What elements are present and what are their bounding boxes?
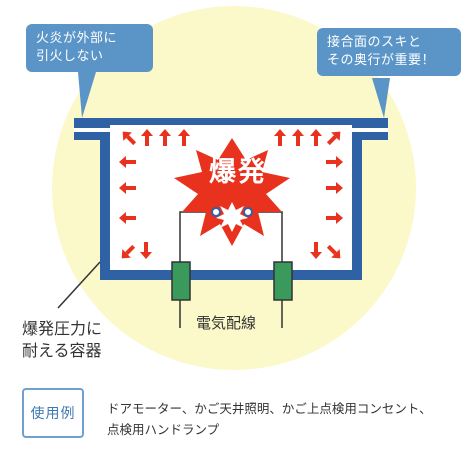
explosion-burst: [174, 138, 290, 246]
container-label: 爆発圧力に 耐える容器: [22, 318, 102, 362]
callout-line: 接合面のスキと: [327, 35, 422, 50]
callout-left-pointer: [78, 72, 96, 118]
container-pointer: [57, 261, 101, 309]
callout-line: 引火しない: [36, 49, 104, 64]
usage-examples: ドアモーター、かご天井照明、かご上点検用コンセント、 点検用ハンドランプ: [107, 398, 467, 440]
burst-label: 爆発: [209, 157, 267, 188]
callout-right-pointer: [372, 78, 390, 118]
spark: [216, 202, 248, 232]
container-label-line: 耐える容器: [22, 341, 102, 360]
cable-gland-right: [273, 261, 293, 301]
wiring-label: 電気配線: [196, 314, 257, 332]
terminal-left: [211, 207, 221, 217]
joint-gap-right: [352, 128, 388, 132]
callout-line: その奥行が重要！: [327, 53, 436, 68]
callout-flame-no-ignition: 火炎が外部に 引火しない: [26, 24, 153, 72]
joint-gap-left: [74, 128, 110, 132]
cable-gland-left: [171, 261, 191, 301]
callout-joint-gap: 接合面のスキと その奥行が重要！: [317, 28, 461, 76]
explosion-proof-diagram: [52, 6, 416, 370]
usage-badge: 使用例: [22, 388, 84, 438]
container-label-line: 爆発圧力に: [22, 319, 103, 338]
terminal-right: [243, 207, 253, 217]
usage-line: 点検用ハンドランプ: [107, 422, 220, 437]
callout-line: 火炎が外部に: [36, 31, 118, 46]
usage-line: ドアモーター、かご天井照明、かご上点検用コンセント、: [107, 401, 432, 416]
